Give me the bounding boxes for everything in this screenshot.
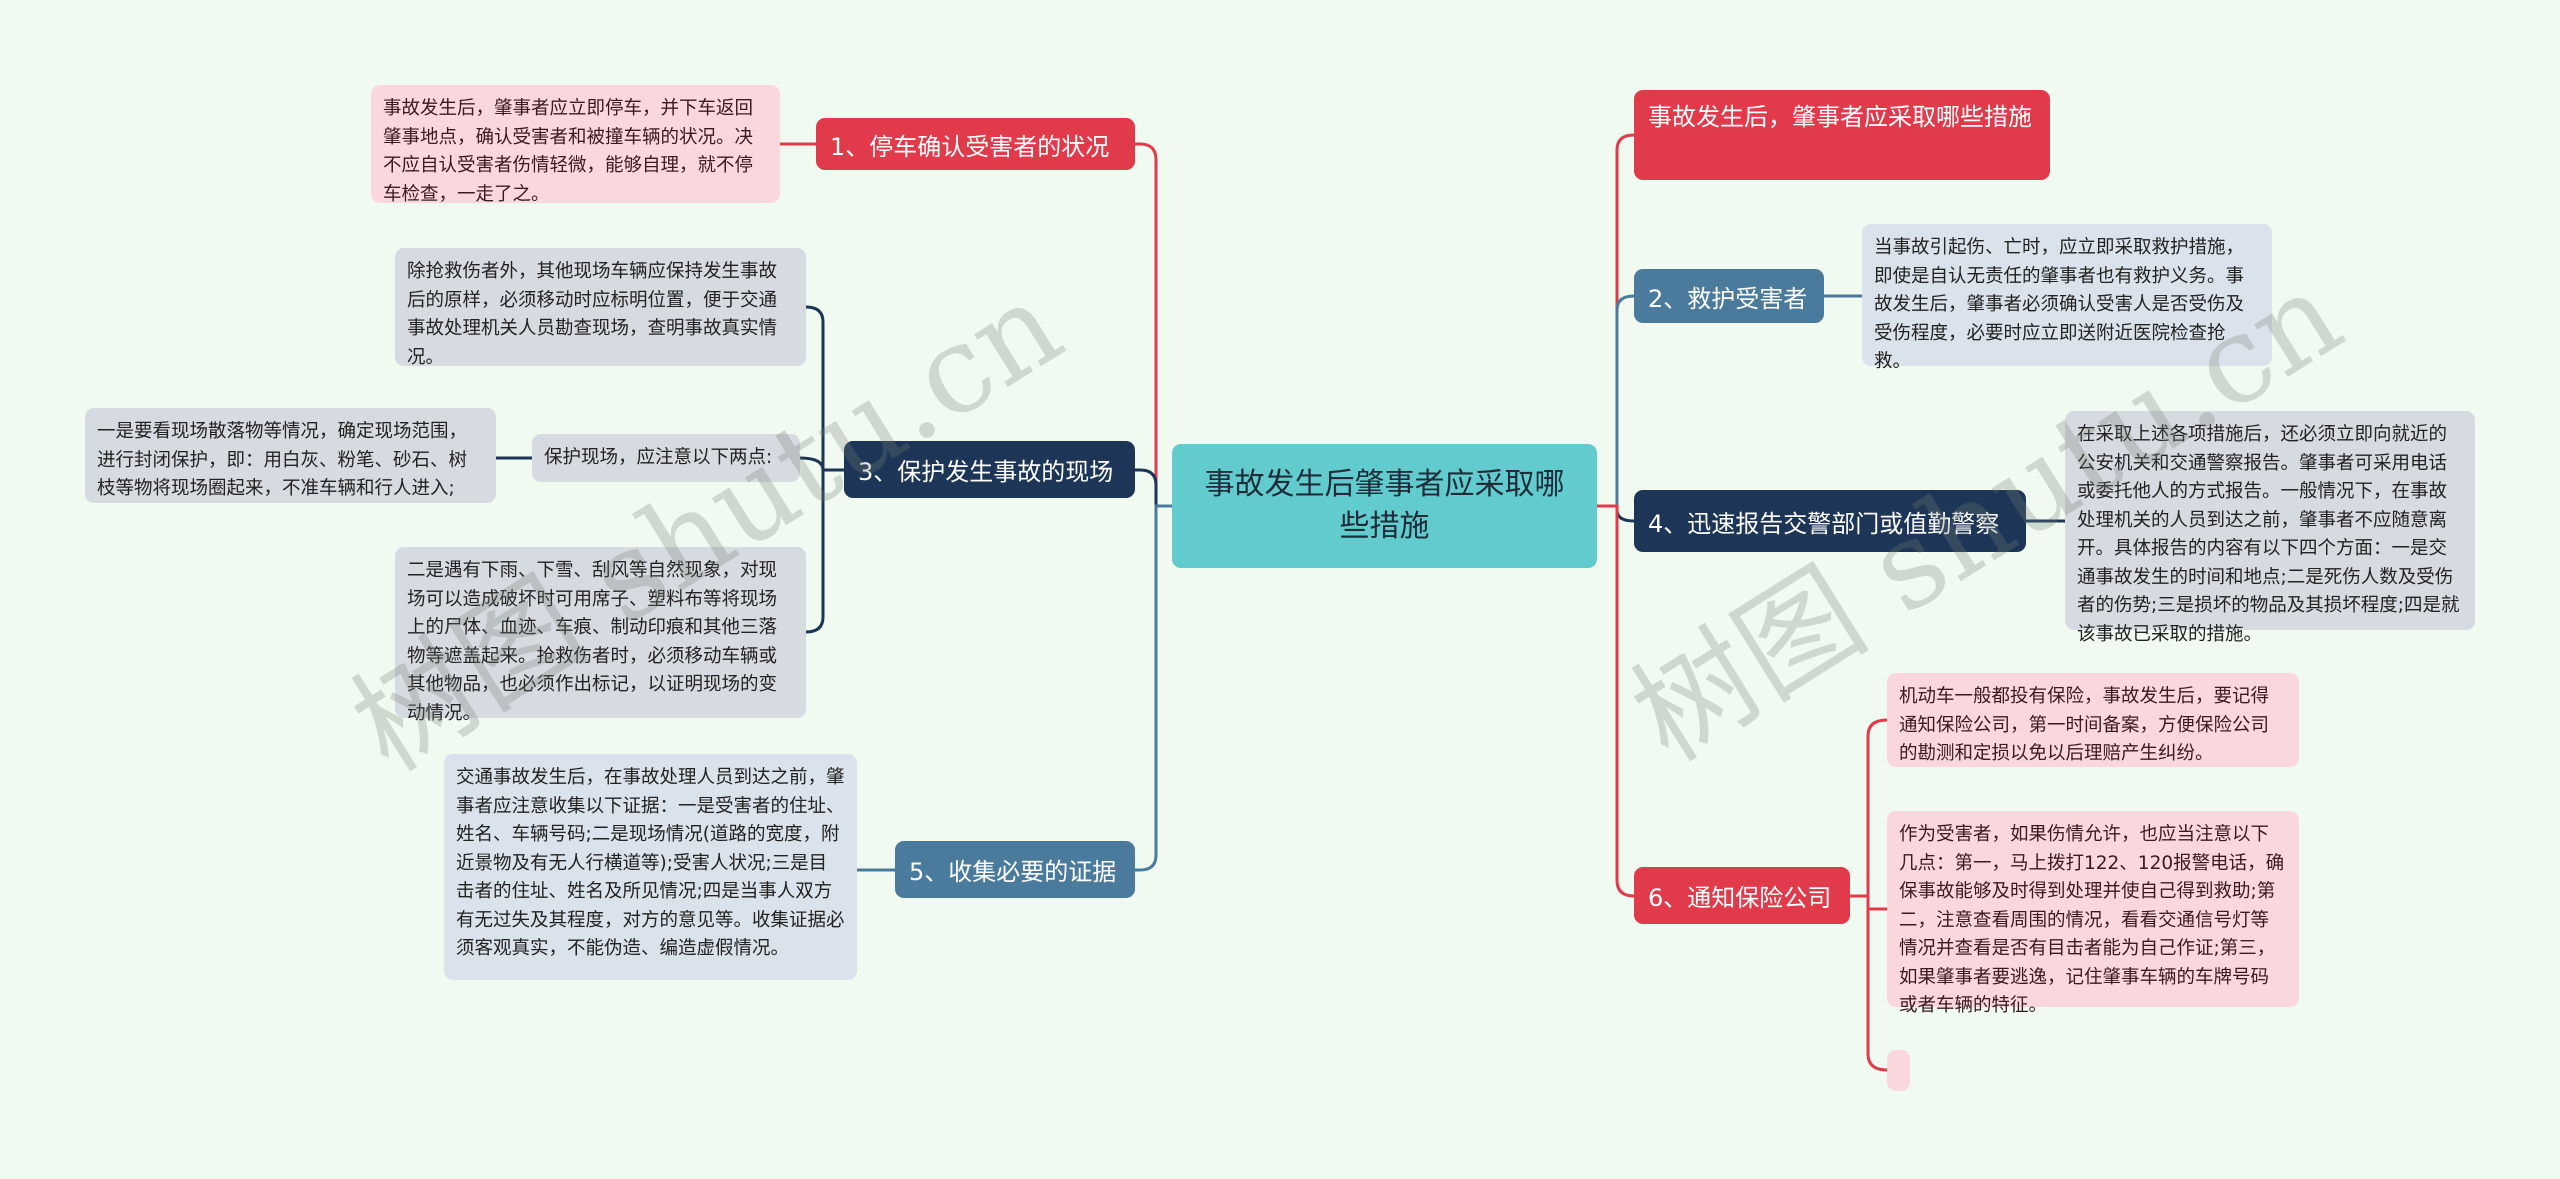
leaf-notify-insurance-b: 作为受害者，如果伤情允许，也应当注意以下几点：第一，马上拨打122、120报警电… bbox=[1887, 811, 2299, 1016]
branch-protect-scene[interactable]: 3、保护发生事故的现场 bbox=[844, 441, 1135, 498]
branch-title-repeat[interactable]: 事故发生后，肇事者应采取哪些措施 bbox=[1634, 90, 2050, 180]
leaf-collect-evidence: 交通事故发生后，在事故处理人员到达之前，肇事者应注意收集以下证据：一是受害者的住… bbox=[444, 754, 857, 980]
leaf-rescue-victim: 当事故引起伤、亡时，应立即采取救护措施，即使是自认无责任的肇事者也有救护义务。事… bbox=[1862, 224, 2272, 372]
branch-report-police[interactable]: 4、迅速报告交警部门或值勤警察 bbox=[1634, 490, 2026, 552]
leaf-protect-point-one: 一是要看现场散落物等情况，确定现场范围，进行封闭保护，即：用白灰、粉笔、砂石、树… bbox=[85, 408, 496, 503]
subtopic-protect-two-points[interactable]: 保护现场，应注意以下两点: bbox=[532, 434, 800, 482]
leaf-protect-point-two: 二是遇有下雨、下雪、刮风等自然现象，对现场可以造成破坏时可用席子、塑料布等将现场… bbox=[395, 547, 806, 724]
branch-notify-insurance[interactable]: 6、通知保险公司 bbox=[1634, 867, 1850, 924]
leaf-stop-and-check: 事故发生后，肇事者应立即停车，并下车返回肇事地点，确认受害者和被撞车辆的状况。决… bbox=[371, 85, 780, 205]
leaf-notify-insurance-empty bbox=[1887, 1050, 1910, 1091]
branch-rescue-victim[interactable]: 2、救护受害者 bbox=[1634, 269, 1824, 323]
leaf-protect-scene-a: 除抢救伤者外，其他现场车辆应保持发生事故后的原样，必须移动时应标明位置，便于交通… bbox=[395, 248, 806, 368]
branch-stop-and-check[interactable]: 1、停车确认受害者的状况 bbox=[816, 118, 1135, 170]
central-topic[interactable]: 事故发生后肇事者应采取哪些措施 bbox=[1172, 444, 1597, 568]
leaf-notify-insurance-a: 机动车一般都投有保险，事故发生后，要记得通知保险公司，第一时间备案，方便保险公司… bbox=[1887, 673, 2299, 767]
branch-collect-evidence[interactable]: 5、收集必要的证据 bbox=[895, 841, 1135, 898]
leaf-report-police: 在采取上述各项措施后，还必须立即向就近的公安机关和交通警察报告。肇事者可采用电话… bbox=[2065, 411, 2475, 645]
